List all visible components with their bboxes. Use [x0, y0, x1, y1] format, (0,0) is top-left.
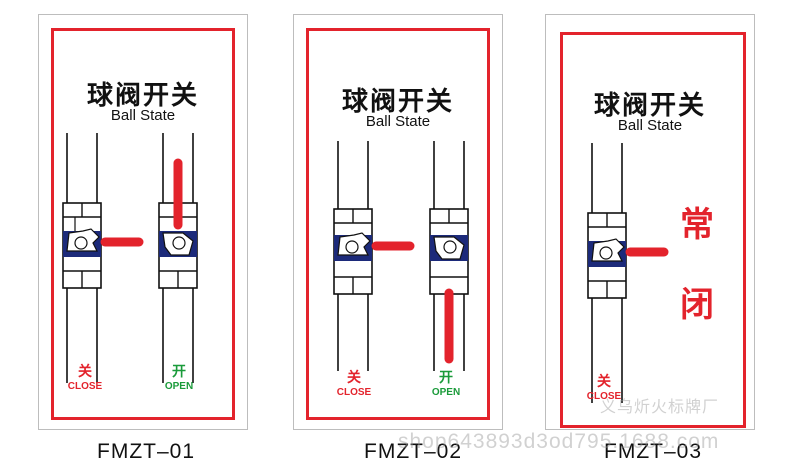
close-label-cn: 关: [347, 370, 361, 386]
close-label-en: CLOSE: [336, 387, 372, 398]
sign-title: 球阀开关: [86, 81, 199, 111]
valve-open-icon: [158, 133, 198, 383]
close-label-cn: 关: [597, 374, 611, 390]
sign-frame: [306, 28, 490, 420]
sign-title: 球阀开关: [341, 87, 454, 117]
product-code-1: FMZT–01: [97, 440, 196, 463]
valve-closed-icon: [333, 141, 415, 371]
sign-card-2: 球阀开关 Ball State 关 CLOSE 开 OPEN: [293, 14, 503, 430]
sign-frame: [560, 32, 746, 428]
sign-subtitle: Ball State: [617, 117, 683, 134]
valve-open-icon: [429, 141, 469, 371]
valve-closed-icon: [62, 133, 144, 383]
open-label-en: OPEN: [164, 381, 194, 392]
open-label-cn: 开: [172, 364, 186, 380]
open-label-cn: 开: [439, 370, 453, 386]
watermark-url: shop643893d3od795.1688.com: [398, 430, 720, 453]
state-text-bottom: 闭: [680, 285, 714, 325]
sign-subtitle: Ball State: [110, 107, 176, 124]
sign-frame: [51, 28, 235, 420]
valve-closed-icon: [587, 143, 669, 403]
open-label-en: OPEN: [431, 387, 461, 398]
sign-card-3: 球阀开关 Ball State 常 闭 关 CLOSE 义乌炘火标牌厂: [545, 14, 755, 430]
product-code-2: FMZT–02: [364, 440, 463, 463]
sign-title: 球阀开关: [593, 91, 706, 121]
product-code-3: FMZT–03: [604, 440, 703, 463]
close-label-en: CLOSE: [67, 381, 103, 392]
sign-subtitle: Ball State: [365, 113, 431, 130]
sign-card-1: 球阀开关 Ball State 关 CLOSE 开 OPEN: [38, 14, 248, 430]
close-label-en: CLOSE: [586, 391, 622, 402]
close-label-cn: 关: [78, 364, 92, 380]
state-text-top: 常: [680, 205, 714, 245]
watermark-cn: 义乌炘火标牌厂: [600, 399, 720, 416]
